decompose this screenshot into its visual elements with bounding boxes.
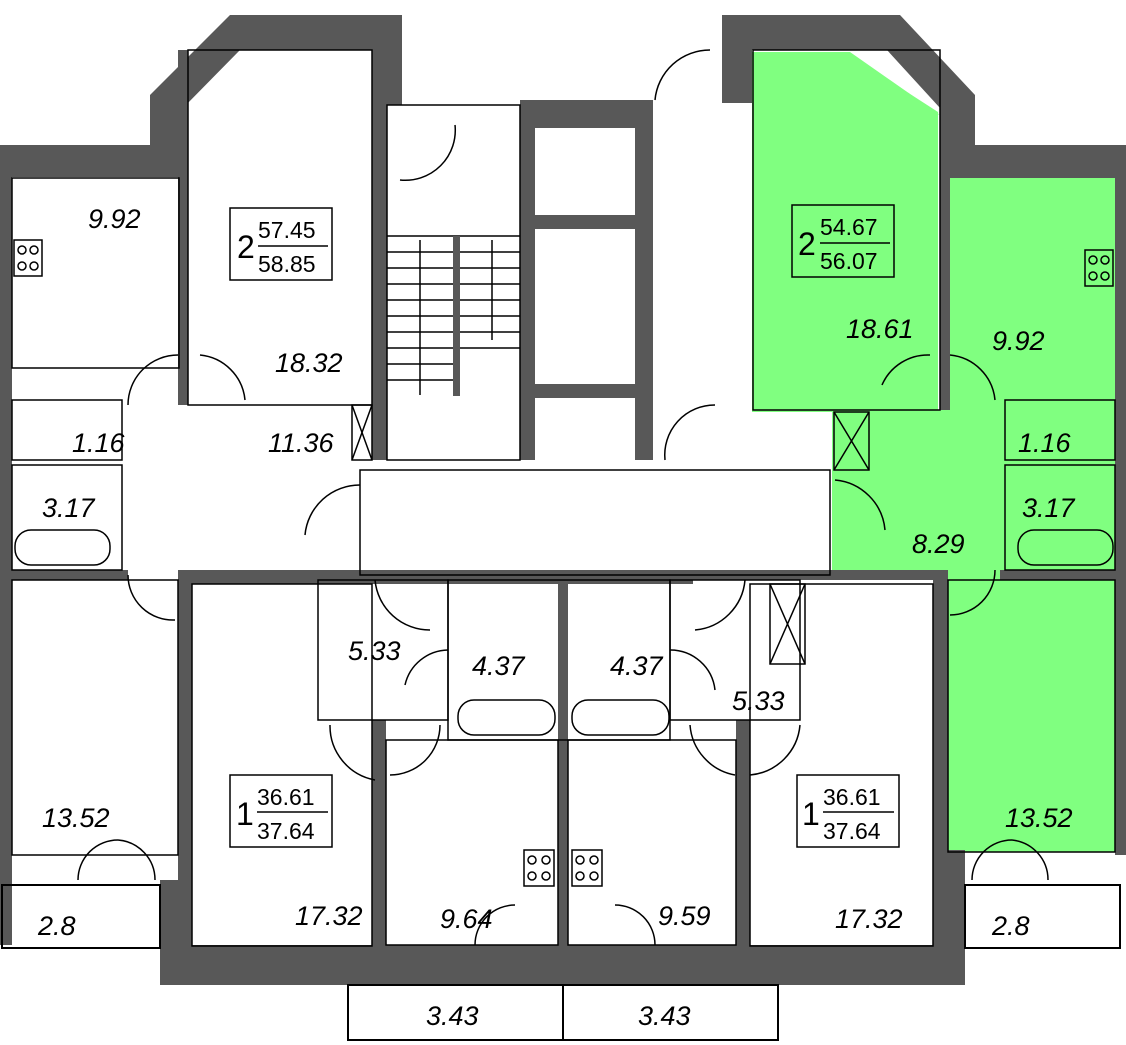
svg-text:36.61: 36.61 [823,784,881,810]
svg-text:57.45: 57.45 [258,217,316,243]
svg-text:37.64: 37.64 [257,818,315,844]
room-area: 2.8 [991,911,1030,941]
room-area: 3.43 [638,1001,691,1031]
svg-text:1: 1 [236,796,254,832]
svg-text:58.85: 58.85 [258,251,316,277]
room-area: 18.32 [275,348,343,378]
room-area: 5.33 [348,636,401,666]
room-area: 13.52 [1005,803,1073,833]
room-area: 1.16 [1018,428,1072,458]
room-area: 2.8 [37,911,76,941]
walls [0,15,1126,985]
room-area: 1.16 [72,428,126,458]
svg-text:2: 2 [237,229,255,265]
room-area: 4.37 [472,651,526,681]
room-area: 3.43 [426,1001,479,1031]
highlighted-apartment[interactable] [752,52,1115,852]
room-area: 5.33 [732,686,785,716]
apartment-label-1: 2 54.67 56.07 [791,204,895,278]
svg-text:36.61: 36.61 [257,784,315,810]
apartment-label-3: 1 36.61 37.64 [796,774,900,848]
interior-lines [1,49,1121,1041]
room-area: 13.52 [42,803,110,833]
svg-text:37.64: 37.64 [823,818,881,844]
room-area: 17.32 [295,901,363,931]
apartment-label-0: 2 57.45 58.85 [229,207,333,281]
room-area: 9.59 [658,901,711,931]
room-area: 3.17 [1022,493,1076,523]
room-area: 9.92 [992,326,1045,356]
room-area: 9.92 [88,204,141,234]
stoves [13,239,1114,887]
room-area: 9.64 [440,904,493,934]
doors [77,49,1049,946]
ventilation-shaft [351,404,870,665]
svg-text:1: 1 [802,796,820,832]
room-area: 18.61 [846,314,914,344]
svg-text:54.67: 54.67 [820,214,878,240]
room-area: 11.36 [268,428,335,458]
room-area: 8.29 [912,529,965,559]
staircase [387,235,520,396]
room-area: 4.37 [610,651,664,681]
room-area: 3.17 [42,493,96,523]
room-area: 17.32 [835,904,903,934]
svg-text:56.07: 56.07 [820,248,878,274]
room-area-labels: 9.92 18.32 11.36 1.16 3.17 13.52 2.8 9.9… [37,204,1076,1031]
svg-text:2: 2 [798,226,816,262]
apartment-label-2: 1 36.61 37.64 [229,774,333,848]
bathtubs [14,529,1114,736]
